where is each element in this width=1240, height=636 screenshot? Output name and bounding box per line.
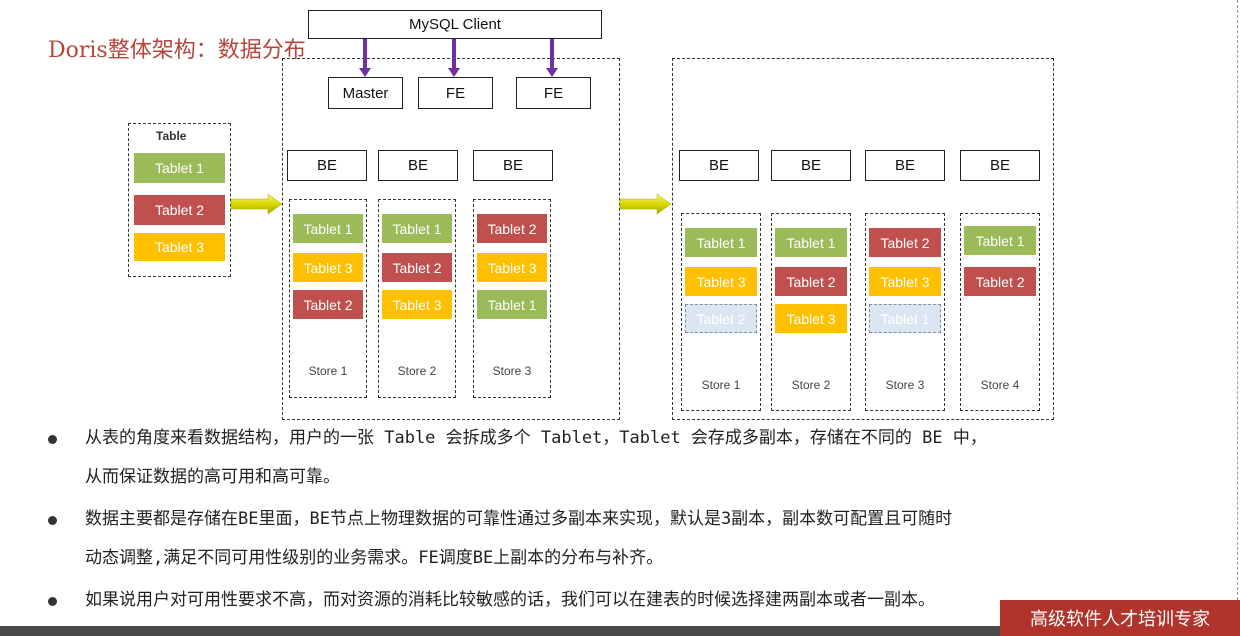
footer-bar [0,626,1240,636]
c2-store-2-tablet-2: Tablet 2 [775,267,847,296]
c2-store-3-tablet-1: Tablet 2 [869,228,941,257]
cluster-1-boundary [282,58,620,420]
source-table-group [128,123,231,277]
c1-store-1-tablet-2: Tablet 3 [293,253,363,282]
c2-store-3 [865,213,945,411]
bullet-1-line-1: 从表的角度来看数据结构，用户的一张 Table 会拆成多个 Tablet，Tab… [85,428,987,448]
c2-store-3-tablet-2: Tablet 3 [869,267,941,296]
c1-store-3-label: Store 3 [492,364,532,378]
c1-store-2-tablet-2: Tablet 2 [382,253,452,282]
c1-store-1-tablet-3: Tablet 2 [293,290,363,319]
c2-store-2-tablet-1: Tablet 1 [775,228,847,257]
source-tablet-3: Tablet 3 [134,233,225,261]
c2-store-2 [771,213,851,411]
c1-store-2-label: Store 2 [397,364,437,378]
footer-badge: 高级软件人才培训专家 [1000,600,1240,636]
c2-store-4-label: Store 4 [980,378,1020,392]
c2-store-1 [681,213,761,411]
c1-store-3-tablet-3: Tablet 1 [477,290,547,319]
c1-store-1-tablet-1: Tablet 1 [293,214,363,243]
c1-store-3-tablet-1: Tablet 2 [477,214,547,243]
fe-box-1: FE [418,77,493,109]
c2-store-4 [960,213,1040,411]
c2-be-box-2: BE [771,150,851,181]
c1-store-2-tablet-3: Tablet 3 [382,290,452,319]
bullet-dot-1 [48,435,57,444]
bullet-3-line-1: 如果说用户对可用性要求不高，而对资源的消耗比较敏感的话，我们可以在建表的时候选择… [85,590,935,610]
c2-store-2-tablet-3: Tablet 3 [775,304,847,333]
page-title: Doris整体架构：数据分布 [48,38,306,63]
c2-store-1-tablet-2: Tablet 3 [685,267,757,296]
c1-store-3 [473,199,551,398]
c1-store-1 [289,199,367,398]
c1-be-box-3: BE [473,150,553,181]
c2-be-box-3: BE [865,150,945,181]
bullet-dot-2 [48,516,57,525]
c1-store-2-tablet-1: Tablet 1 [382,214,452,243]
table-label: Table [156,129,187,143]
c1-be-box-1: BE [287,150,367,181]
mysql-client-box: MySQL Client [308,10,602,39]
bullet-1-line-2: 从而保证数据的高可用和高可靠。 [85,467,340,487]
c2-store-4-tablet-1: Tablet 1 [964,226,1036,255]
c2-store-3-label: Store 3 [885,378,925,392]
fe-master-box: Master [328,77,403,109]
cluster-2-boundary [672,58,1054,420]
c2-store-1-label: Store 1 [701,378,741,392]
c1-store-1-label: Store 1 [308,364,348,378]
c2-store-1-tablet-1: Tablet 1 [685,228,757,257]
slide-edge-divider [1236,0,1238,600]
c2-store-4-tablet-2: Tablet 2 [964,267,1036,296]
c1-be-box-2: BE [378,150,458,181]
c1-store-2 [378,199,456,398]
c2-store-1-tablet-3: Tablet 2 [685,304,757,333]
source-tablet-1: Tablet 1 [134,153,225,183]
c2-store-2-label: Store 2 [791,378,831,392]
client-arrows [359,39,558,77]
c2-be-box-4: BE [960,150,1040,181]
flow-arrow-1 [230,193,283,215]
bullet-dot-3 [48,597,57,606]
fe-box-2: FE [516,77,591,109]
bullet-2-line-2: 动态调整,满足不同可用性级别的业务需求。FE调度BE上副本的分布与补齐。 [85,548,664,568]
source-tablet-2: Tablet 2 [134,195,225,225]
bullet-2-line-1: 数据主要都是存储在BE里面，BE节点上物理数据的可靠性通过多副本来实现，默认是3… [85,509,953,529]
c2-be-box-1: BE [679,150,759,181]
flow-arrow-2 [619,193,672,215]
c1-store-3-tablet-2: Tablet 3 [477,253,547,282]
c2-store-3-tablet-3: Tablet 1 [869,304,941,333]
